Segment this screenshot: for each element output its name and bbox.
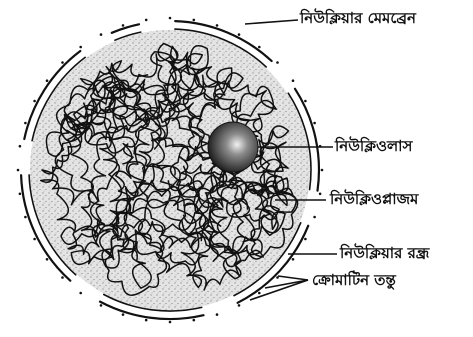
- label-nucleolus: নিউক্লিওলাস: [335, 137, 412, 155]
- ribosome-dot: [193, 19, 196, 22]
- ribosome-dot: [24, 216, 27, 219]
- ribosome-dot: [19, 145, 22, 148]
- ribosome-dot: [24, 122, 27, 125]
- ribosome-dot: [292, 258, 295, 261]
- ribosome-dot: [319, 193, 322, 196]
- ribosome-dot: [79, 46, 82, 49]
- leader-nuclear-membrane: [245, 20, 298, 24]
- ribosome-dot: [33, 238, 36, 241]
- ribosome-dot: [238, 33, 241, 36]
- ribosome-dot: [238, 304, 241, 307]
- leader-chromatin-c: [278, 276, 308, 280]
- ribosome-dot: [19, 193, 22, 196]
- ribosome-dot: [79, 292, 82, 295]
- ribosome-dot: [276, 61, 279, 64]
- label-chromatin: ক্রোমাটিন তন্তু: [312, 271, 396, 289]
- ribosome-dot: [46, 79, 49, 82]
- ribosome-dot: [145, 19, 148, 22]
- ribosome-dot: [17, 169, 20, 172]
- ribosome-dot: [122, 24, 125, 27]
- nucleolus: [208, 122, 258, 172]
- ribosome-dot: [258, 46, 261, 49]
- label-nuclear-membrane: নিউক্লিয়ার মেমব্রেন: [300, 9, 416, 27]
- ribosome-dot: [216, 24, 219, 27]
- ribosome-dot: [292, 79, 295, 82]
- ribosome-dot: [100, 304, 103, 307]
- ribosome-dot: [321, 169, 324, 172]
- membrane-segment: [112, 24, 139, 33]
- ribosome-dot: [33, 100, 36, 103]
- ribosome-dot: [100, 33, 103, 36]
- ribosome-dot: [313, 122, 316, 125]
- ribosome-dot: [122, 313, 125, 316]
- label-nuclear-pore: নিউক্লিয়ার রন্ধ্র: [340, 244, 429, 262]
- ribosome-dot: [304, 238, 307, 241]
- ribosome-dot: [61, 276, 64, 279]
- ribosome-dot: [216, 313, 219, 316]
- ribosome-dot: [169, 17, 172, 20]
- label-nucleoplasm: নিউক্লিওপ্লাজম: [330, 190, 418, 208]
- ribosome-dot: [169, 321, 172, 324]
- ribosome-dot: [258, 292, 261, 295]
- ribosome-dot: [46, 258, 49, 261]
- ribosome-dot: [313, 216, 316, 219]
- ribosome-dot: [61, 61, 64, 64]
- ribosome-dot: [145, 319, 148, 322]
- ribosome-dot: [193, 319, 196, 322]
- ribosome-dot: [304, 100, 307, 103]
